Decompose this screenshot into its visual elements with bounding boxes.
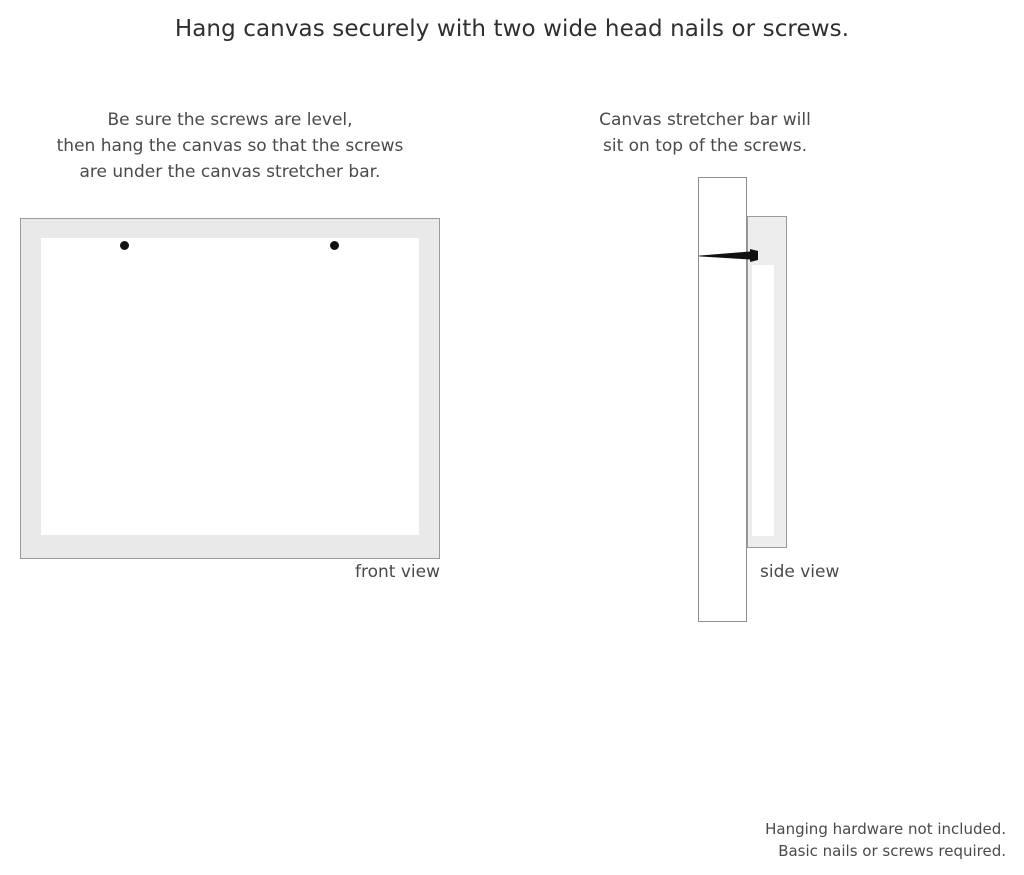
side-view-caption-line-2: sit on top of the screws. [602, 136, 808, 156]
footer-line-1: Hanging hardware not included. [765, 820, 1006, 838]
side-view-caption: Canvas stretcher bar will sit on top of … [560, 107, 850, 159]
front-view-canvas-frame [20, 218, 440, 559]
front-view-caption-line-3: are under the canvas stretcher bar. [79, 162, 381, 182]
side-view-stretcher-bar-inset [752, 265, 774, 536]
front-view-caption-line-2: then hang the canvas so that the screws [56, 136, 404, 156]
screw-head-left-icon [120, 241, 129, 250]
footer-line-2: Basic nails or screws required. [778, 842, 1006, 860]
side-view-canvas-block [747, 216, 787, 548]
side-view-caption-line-1: Canvas stretcher bar will [599, 110, 811, 130]
side-view-wall [698, 177, 747, 622]
side-view-label: side view [760, 562, 840, 582]
front-view-inner-panel [41, 238, 419, 535]
side-view-screw-icon [697, 243, 763, 267]
front-view-label: front view [355, 562, 440, 582]
page-title: Hang canvas securely with two wide head … [174, 16, 850, 42]
front-view-caption: Be sure the screws are level, then hang … [20, 107, 440, 185]
screw-head-right-icon [330, 241, 339, 250]
footer-note: Hanging hardware not included. Basic nai… [765, 818, 1006, 862]
front-view-caption-line-1: Be sure the screws are level, [107, 110, 353, 130]
